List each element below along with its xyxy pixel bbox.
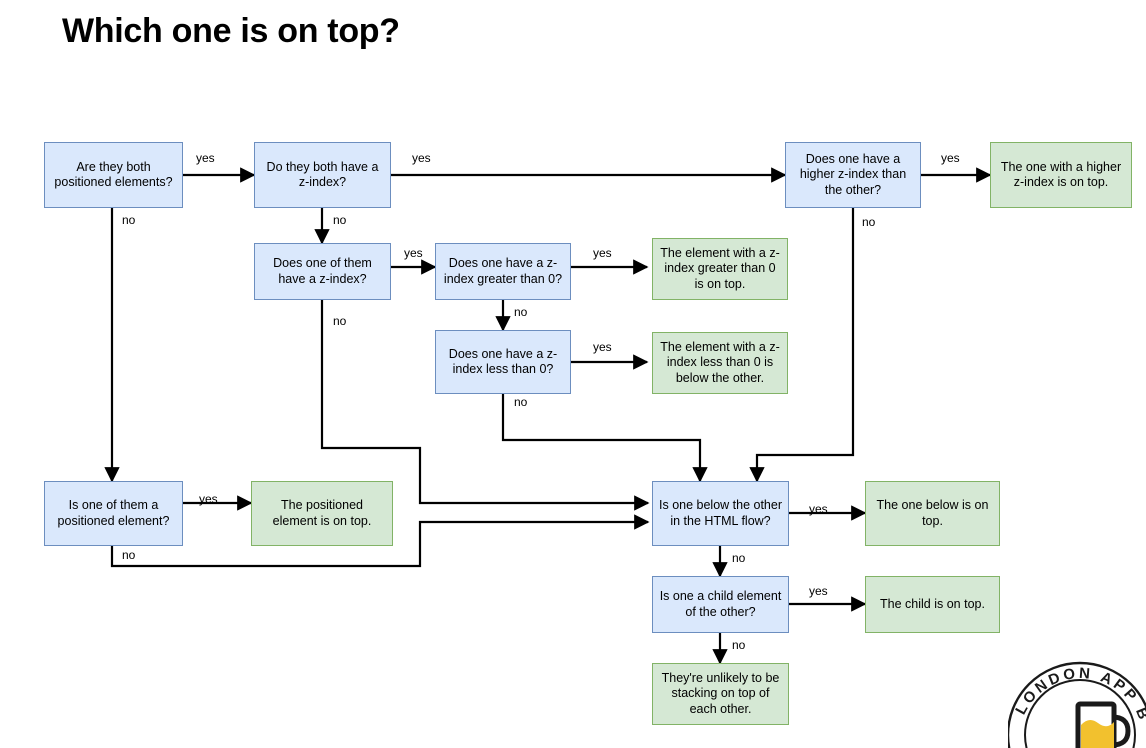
node-label: Is one a child element of the other?	[659, 589, 782, 619]
logo-outer-ring	[1008, 661, 1146, 748]
edge-label-yes-one-positioned: yes	[199, 492, 218, 506]
edge-label-yes-child-element: yes	[809, 584, 828, 598]
node-both-positioned[interactable]: Are they both positioned elements?	[44, 142, 183, 208]
edge-label-yes-z-less-zero: yes	[593, 340, 612, 354]
edge-label-yes-both-positioned: yes	[196, 151, 215, 165]
node-positioned-on-top[interactable]: The positioned element is on top.	[251, 481, 393, 546]
edge-label-no-z-greater-zero: no	[514, 305, 528, 319]
node-label: The element with a z-index greater than …	[660, 245, 780, 291]
edge-label-no-one-positioned: no	[122, 548, 136, 562]
edge-label-no-higher-zindex: no	[862, 215, 876, 229]
node-higher-on-top[interactable]: The one with a higher z-index is on top.	[990, 142, 1132, 208]
node-higher-zindex[interactable]: Does one have a higher z-index than the …	[785, 142, 921, 208]
node-below-on-top[interactable]: The one below is on top.	[865, 481, 1000, 546]
page-title: Which one is on top?	[62, 12, 400, 50]
node-child-on-top[interactable]: The child is on top.	[865, 576, 1000, 633]
node-label: The one with a higher z-index is on top.	[1000, 159, 1122, 190]
node-label: Is one of them a positioned element?	[57, 498, 170, 528]
node-label: Does one have a z-index less than 0?	[448, 346, 558, 377]
node-less-zero-below[interactable]: The element with a z-index less than 0 i…	[652, 332, 788, 394]
node-label: The element with a z-index less than 0 i…	[660, 339, 780, 385]
edge-label-yes-higher-zindex: yes	[941, 151, 960, 165]
edge-label-no-child-element: no	[732, 638, 746, 652]
node-one-positioned[interactable]: Is one of them a positioned element?	[44, 481, 183, 546]
node-label: Does one have a z-index greater than 0?	[443, 256, 563, 286]
node-one-of-them-z[interactable]: Does one of them have a z-index?	[254, 243, 391, 300]
logo-inner-ring	[1024, 679, 1136, 748]
node-both-zindex[interactable]: Do they both have a z-index?	[254, 142, 391, 208]
node-label: The positioned element is on top.	[272, 498, 372, 528]
node-html-flow[interactable]: Is one below the other in the HTML flow?	[652, 481, 789, 546]
edge-label-no-one-of-them-z: no	[333, 314, 347, 328]
node-label: The child is on top.	[880, 596, 985, 611]
edge-label-no-both-zindex: no	[333, 213, 347, 227]
node-unlikely-stacking[interactable]: They're unlikely to be stacking on top o…	[652, 663, 789, 725]
node-child-element[interactable]: Is one a child element of the other?	[652, 576, 789, 633]
edge-label-yes-both-zindex: yes	[412, 151, 431, 165]
edge-label-no-html-flow: no	[732, 551, 746, 565]
node-label: Are they both positioned elements?	[54, 159, 173, 190]
node-label: The one below is on top.	[876, 498, 989, 528]
edge-label-no-both-positioned: no	[122, 213, 136, 227]
edge-label-yes-one-of-them-z: yes	[404, 246, 423, 260]
edge-label-yes-z-greater-zero: yes	[593, 246, 612, 260]
node-label: Does one have a higher z-index than the …	[799, 151, 907, 197]
node-greater-zero-top[interactable]: The element with a z-index greater than …	[652, 238, 788, 300]
node-z-less-zero[interactable]: Does one have a z-index less than 0?	[435, 330, 571, 394]
beer-mug-icon	[1075, 701, 1131, 748]
node-label: They're unlikely to be stacking on top o…	[661, 670, 780, 716]
edge-label-no-z-less-zero: no	[514, 395, 528, 409]
node-label: Is one below the other in the HTML flow?	[659, 498, 782, 528]
node-label: Does one of them have a z-index?	[273, 256, 372, 286]
node-label: Do they both have a z-index?	[266, 159, 379, 190]
node-z-greater-zero[interactable]: Does one have a z-index greater than 0?	[435, 243, 571, 300]
brewery-logo: LONDON APP BRE	[1008, 645, 1146, 748]
edge-label-yes-html-flow: yes	[809, 502, 828, 516]
